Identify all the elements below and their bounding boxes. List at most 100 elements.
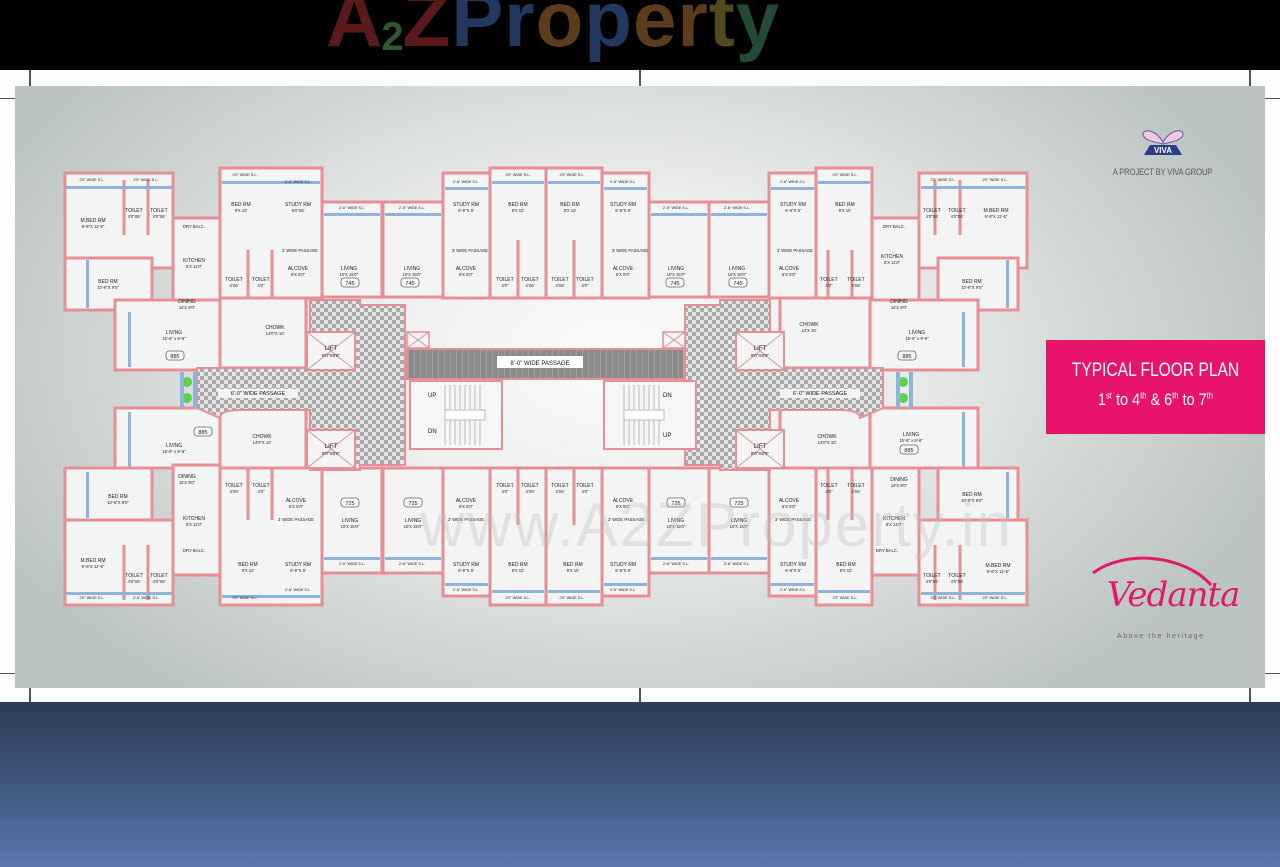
passage-label: 3' WIDE PASSAGE	[777, 248, 813, 253]
room-size: 12'X 9'0"	[891, 483, 908, 488]
window-label: 2'-6" WIDE S.L.	[339, 206, 365, 210]
room-name: LIVING	[404, 266, 421, 272]
room-name: CHOWK	[817, 434, 837, 440]
passage-label: 3' WIDE PASSAGE	[278, 517, 314, 522]
room-size: 14'0"X 10'	[253, 440, 272, 445]
passage-label: 6'-0" WIDE PASSAGE	[793, 391, 848, 397]
window-label: 2'0" WIDE S.L.	[232, 173, 257, 177]
window-label: 2'0" WIDE S.L.	[133, 178, 158, 182]
area-tag: 885	[170, 354, 179, 360]
room-size: 9'-6"X 11'-6"	[985, 214, 1008, 219]
lift	[735, 331, 785, 371]
stair-label: UP	[428, 393, 436, 399]
svg-text:8'0"X8'0": 8'0"X8'0"	[322, 451, 340, 456]
room-size: 14'X 10'	[802, 328, 817, 333]
room-size: 4'X6'	[229, 489, 238, 494]
room-name: ALCOVE	[456, 266, 477, 272]
window-label: 2'-6" WIDE S.L.	[780, 588, 806, 592]
balcony-label: DRY BALC.	[876, 548, 898, 553]
room-size: 6'X 5'0"	[289, 504, 304, 509]
walls-layer	[63, 166, 1029, 607]
room-size: 9'X 10'	[512, 208, 525, 213]
project-logo[interactable]: Vedanta Above the heritage	[1085, 555, 1240, 650]
room-size: 4'X6'	[229, 283, 238, 288]
passage-label: 3' WIDE PASSAGE	[608, 517, 644, 522]
window-label: 2'-6" WIDE S.L.	[663, 206, 689, 210]
window-label: 2'-6" WIDE S.L.	[339, 562, 365, 566]
window-label: 2'-6" WIDE S.L.	[399, 206, 425, 210]
brand-letter: p	[584, 0, 633, 63]
crop-mark	[639, 688, 641, 702]
room-name: BED RM	[563, 562, 582, 568]
room-name: LIVING	[903, 432, 920, 438]
room-size: 6'X 5'0"	[616, 504, 631, 509]
room-size: 4'0"	[582, 489, 589, 494]
room-name: TOILET	[820, 277, 837, 283]
svg-text:LIFT: LIFT	[754, 444, 767, 450]
brand-letter: Z	[402, 0, 452, 63]
room-name: ALCOVE	[613, 266, 634, 272]
room-name: LIVING	[668, 266, 685, 272]
room-size: 6'-6"X 8'	[615, 208, 631, 213]
developer-logo[interactable]: VIVA A PROJECT BY VIVA GROUP	[1100, 128, 1225, 177]
room-name: TOILET	[521, 277, 538, 283]
room-size: 9'X 10'	[512, 568, 525, 573]
passage-label: 3' WIDE PASSAGE	[452, 248, 488, 253]
window-label: 2'0" WIDE S.L.	[982, 596, 1007, 600]
room-size: 9'X 10'	[235, 208, 248, 213]
svg-text:8'0"X8'0": 8'0"X8'0"	[751, 353, 769, 358]
room-size: 8'X 11'0"	[186, 522, 203, 527]
room-name: TOILET	[847, 277, 864, 283]
area-tag: 725	[408, 501, 417, 507]
room-name: LIVING	[405, 518, 422, 524]
room-size: 14'0"X 10'	[266, 331, 285, 336]
area-tag: 745	[670, 281, 679, 287]
svg-text:LIFT: LIFT	[325, 346, 338, 352]
room-size: 4'X6'	[851, 283, 860, 288]
room-name: TOILET	[923, 208, 940, 214]
room-name: KITCHEN	[883, 516, 905, 522]
room-size: 10'-6"X 9'0"	[961, 285, 983, 290]
room-name: CHOWK	[799, 322, 819, 328]
window-label: 2'-6" WIDE S.L.	[724, 562, 750, 566]
window-label: 2'0" WIDE S.L.	[982, 178, 1007, 182]
window-label: 2'0" WIDE S.L.	[930, 596, 955, 600]
room-name: BED RM	[98, 279, 117, 285]
room-name: TOILET	[820, 483, 837, 489]
room-name: TOILET	[923, 573, 940, 579]
room-size: 4'0"	[826, 283, 833, 288]
room-size: 6'X 5'0"	[616, 272, 631, 277]
brand-logo[interactable]: A2Z Property	[326, 0, 780, 58]
lift	[306, 331, 356, 371]
room-size: 10'X 15'0"	[404, 524, 423, 529]
window-label: 2'0" WIDE S.L.	[505, 596, 530, 600]
central-passage-label: 8'-0" WIDE PASSAGE	[510, 361, 569, 367]
balcony-label: DRY BALC.	[183, 548, 205, 553]
room-name: STUDY RM	[610, 202, 636, 208]
room-size: 6'-6"X 8'	[290, 568, 306, 573]
room-size: 4'0"X6'	[128, 214, 141, 219]
brand-letter: t	[708, 0, 736, 63]
room-size: 12'X 9'0"	[891, 305, 908, 310]
room-size: 10'X 15'0"	[730, 524, 749, 529]
brand-letter: P	[451, 0, 505, 63]
area-tag: 745	[345, 281, 354, 287]
room-size: 12'X 9'0"	[179, 305, 196, 310]
crop-mark	[1265, 98, 1280, 99]
room-name: DINING	[178, 474, 196, 480]
room-name: STUDY RM	[285, 202, 311, 208]
room-name: M.BED RM	[986, 563, 1011, 569]
badge-floors: 1st to 4th & 6th to 7th	[1097, 390, 1214, 409]
room-name: TOILET	[948, 573, 965, 579]
room-size: 10'X 15'0"	[403, 272, 422, 277]
room-name: TOILET	[125, 208, 142, 214]
svg-text:8'0"X8'0": 8'0"X8'0"	[322, 353, 340, 358]
crop-mark	[639, 70, 641, 86]
area-tag: 745	[733, 281, 742, 287]
room-name: BED RM	[560, 202, 579, 208]
swoosh-icon	[1092, 556, 1213, 586]
room-size: 15'-6" x 9'-6"	[899, 438, 923, 443]
room-size: 6'0"X8'	[292, 208, 305, 213]
brand-letter: 2	[381, 15, 405, 59]
room-name: ALCOVE	[288, 266, 309, 272]
